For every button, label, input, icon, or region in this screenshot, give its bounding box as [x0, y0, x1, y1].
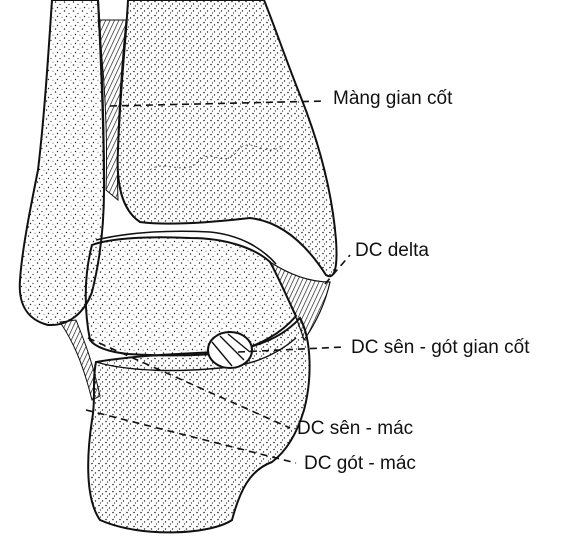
interosseous-ligament-shape	[208, 332, 252, 368]
label-interosseous-talocalcaneal-ligament: DC sên - gót gian cốt	[351, 337, 529, 359]
label-talofibular-ligament: DC sên - mác	[297, 418, 413, 440]
talus-bone	[86, 231, 296, 355]
label-calcaneofibular-ligament: DC gót - mác	[304, 453, 416, 475]
label-deltoid-ligament: DC delta	[355, 240, 429, 262]
label-interosseous-membrane: Màng gian cốt	[333, 88, 452, 110]
